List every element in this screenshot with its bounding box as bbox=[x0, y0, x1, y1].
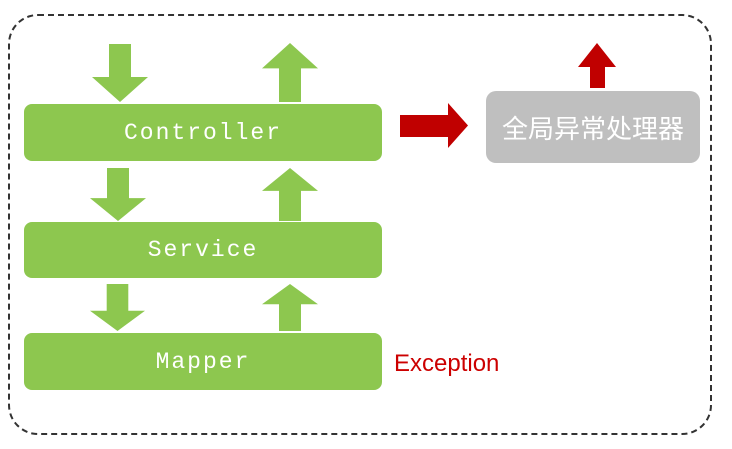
flow-down-arrow-icon bbox=[90, 168, 146, 221]
layer-label-controller: Controller bbox=[123, 119, 283, 146]
global-exception-handler-label: 全局异常处理器 bbox=[501, 113, 684, 144]
layer-box-mapper: Mapper bbox=[24, 333, 382, 390]
flow-up-arrow-icon bbox=[262, 168, 318, 221]
layer-box-controller: Controller bbox=[24, 104, 382, 161]
flow-up-arrow-icon bbox=[262, 43, 318, 102]
flow-up-arrow-icon bbox=[262, 284, 318, 331]
global-exception-handler-box: 全局异常处理器 bbox=[486, 91, 700, 163]
layer-label-mapper: Mapper bbox=[155, 348, 251, 375]
exception-up-arrow-icon bbox=[578, 43, 616, 88]
flow-down-arrow-icon bbox=[92, 44, 148, 102]
exception-label: Exception bbox=[394, 350, 500, 377]
dashed-boundary bbox=[8, 14, 712, 435]
flow-down-arrow-icon bbox=[90, 284, 145, 331]
exception-right-arrow-icon bbox=[400, 103, 468, 148]
layer-label-service: Service bbox=[147, 237, 259, 263]
layer-box-service: Service bbox=[24, 222, 382, 278]
